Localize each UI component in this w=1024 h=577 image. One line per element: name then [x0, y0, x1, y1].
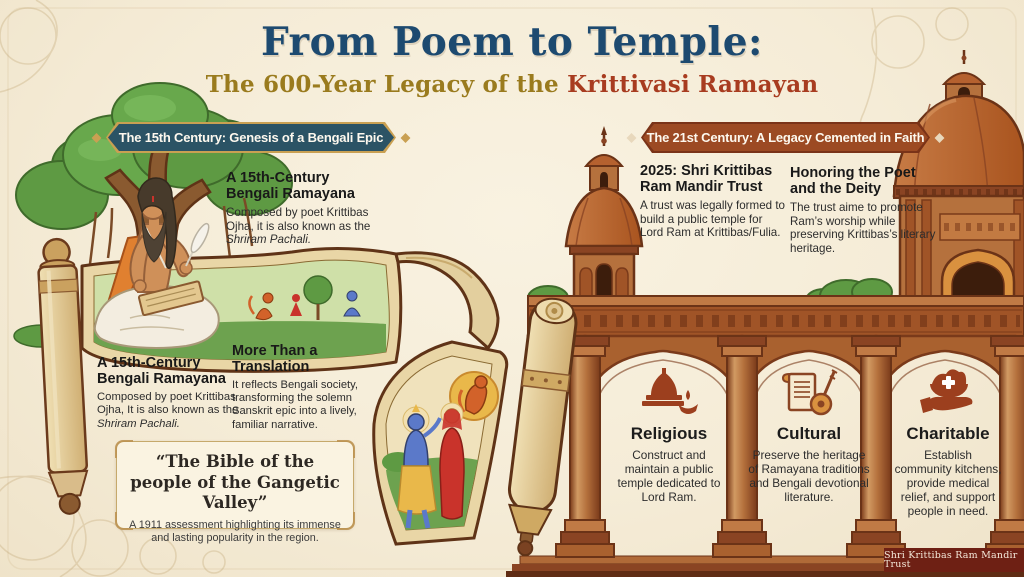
subtitle-prefix: The 600-Year Legacy of the — [205, 71, 568, 98]
credit-label: Shri Krittibas Ram Mandir Trust — [884, 549, 1018, 570]
scroll-panel-rama-sita — [372, 340, 509, 546]
objective-title: Religious — [630, 424, 708, 443]
banner-label: The 15th Century: Genesis of a Bengali E… — [118, 130, 384, 145]
scroll-rolled-end — [507, 297, 578, 557]
objective-card-charitable: Charitable Establish community kitchens,… — [894, 360, 1002, 519]
subtitle-highlight: Krittivasi Ramayan — [567, 71, 819, 98]
block-body: A trust was legally formed to build a pu… — [640, 198, 785, 240]
block-heading: A 15th-Century Bengali Ramayana — [97, 355, 226, 387]
scroll-roller-left — [37, 237, 89, 515]
arcade-pillars — [555, 335, 1024, 558]
page-title: From Poem to Temple: — [261, 19, 763, 65]
hand-bowl-icon — [894, 360, 1002, 420]
block-heading: A 15th-Century Bengali Ramayana — [226, 170, 355, 202]
text-block-trust-2025: 2025: Shri Krittibas Ram Mandir Trust A … — [640, 163, 788, 240]
temple-diya-icon — [613, 360, 725, 420]
block-body: The trust aime to promote Ram’s worship … — [790, 200, 936, 255]
scroll-instrument-icon — [748, 360, 870, 420]
objective-body: Establish community kitchens, provide me… — [894, 447, 1002, 519]
section-banner-21st-century: The 21st Century: A Legacy Cemented in F… — [626, 122, 945, 153]
objective-card-religious: Religious Construct and maintain a publi… — [613, 360, 725, 504]
palm-leaf-manuscript — [137, 280, 205, 317]
banner-face: The 15th Century: Genesis of a Bengali E… — [108, 124, 394, 151]
block-body: It reflects Bengali society, transformin… — [232, 378, 359, 431]
ornate-corner-icon — [115, 440, 133, 458]
text-block-bengali-ramayana-mid: A 15th-Century Bengali Ramayana Composed… — [97, 355, 249, 431]
block-body: Composed by poet Krittibas Ojha, it is a… — [226, 205, 371, 247]
ornate-corner-icon — [115, 512, 133, 530]
page-subtitle: The 600-Year Legacy of the Krittivasi Ra… — [0, 72, 1024, 97]
credit-bar: Shri Krittibas Ram Mandir Trust — [884, 548, 1024, 572]
objective-title: Cultural — [776, 424, 842, 443]
objective-title: Charitable — [906, 424, 990, 443]
section-banner-15th-century: The 15th Century: Genesis of a Bengali E… — [91, 122, 411, 153]
arcade-beam — [527, 295, 1024, 337]
block-heading: More Than a Translation — [232, 343, 318, 375]
objective-body: Construct and maintain a public temple d… — [617, 447, 721, 505]
sage-krittibas — [93, 177, 220, 349]
block-heading: Honoring the Poet and the Deity — [790, 165, 916, 197]
scroll-fold — [394, 251, 500, 351]
ornate-corner-icon — [337, 512, 355, 530]
quote-box: “The Bible of the people of the Gangetic… — [115, 440, 355, 544]
ornate-corner-icon — [337, 440, 355, 458]
banner-label: The 21st Century: A Legacy Cemented in F… — [646, 130, 925, 145]
text-block-honoring-poet: Honoring the Poet and the Deity The trus… — [790, 165, 936, 256]
text-block-bengali-ramayana-top: A 15th-Century Bengali Ramayana Composed… — [226, 170, 396, 247]
block-body: Composed by poet Krittibas Ojha, It is a… — [97, 390, 239, 430]
quote-caption: A 1911 assessment highlighting its immen… — [129, 518, 341, 545]
banner-face: The 21st Century: A Legacy Cemented in F… — [643, 124, 928, 151]
block-heading: 2025: Shri Krittibas Ram Mandir Trust — [640, 163, 773, 195]
objective-card-cultural: Cultural Preserve the heritage of Ramaya… — [748, 360, 870, 504]
objective-body: Preserve the heritage of Ramayana tradit… — [748, 447, 870, 505]
small-temple-spire-illustration — [564, 126, 644, 304]
quote-text: “The Bible of the people of the Gangetic… — [130, 452, 340, 513]
text-block-more-than-translation: More Than a Translation It reflects Beng… — [232, 343, 378, 432]
temple-arcade-illustration — [506, 50, 1024, 577]
